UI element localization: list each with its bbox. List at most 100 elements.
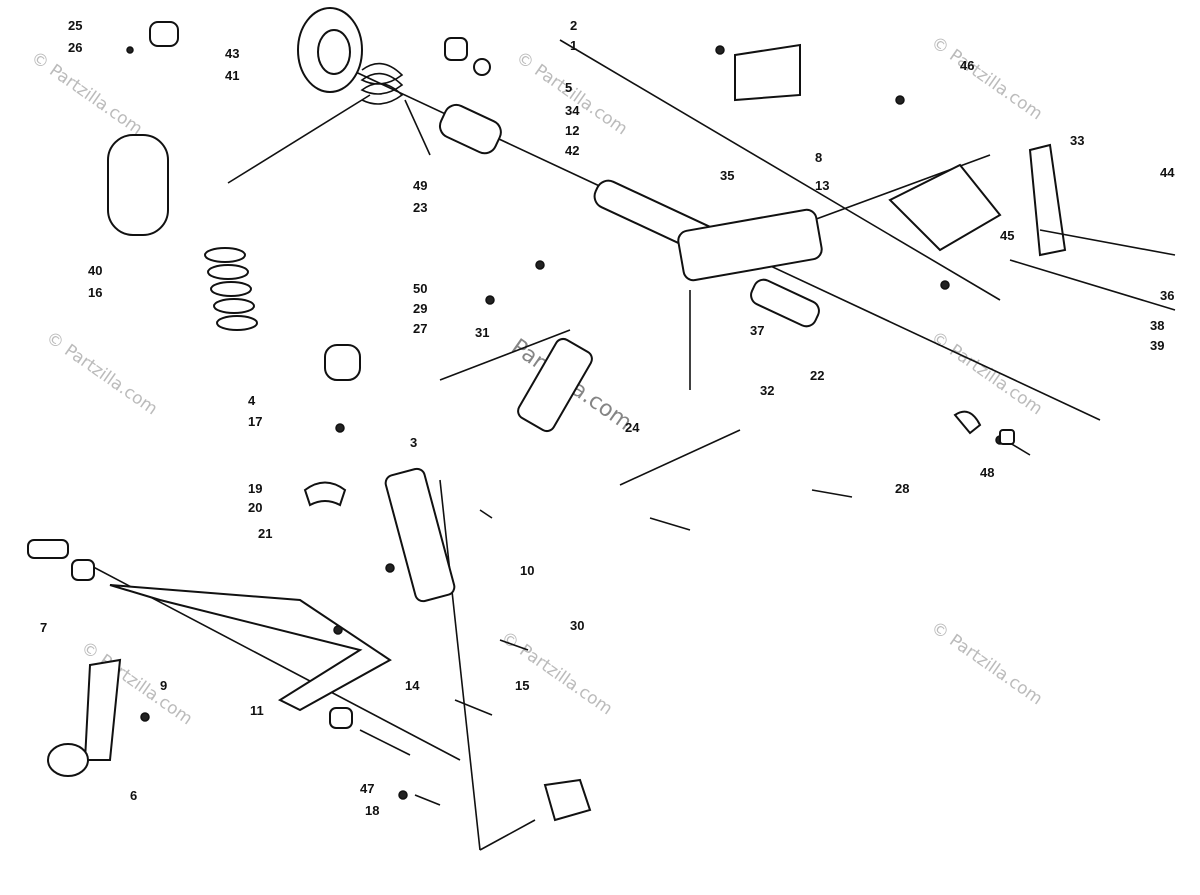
rear-axis-line xyxy=(559,39,1001,301)
callout-label: 32 xyxy=(760,383,774,398)
callout-label: 6 xyxy=(130,788,137,803)
callout-label: 22 xyxy=(810,368,824,383)
callout-label: 16 xyxy=(88,285,102,300)
nut xyxy=(715,45,725,55)
shock-boot xyxy=(107,134,169,236)
watermark-text: © Partzilla.com xyxy=(497,628,616,720)
callout-label: 30 xyxy=(570,618,584,633)
callout-label: 46 xyxy=(960,58,974,73)
shock-absorber-upper xyxy=(517,337,593,433)
long-bolt xyxy=(1039,229,1176,256)
callout-label: 33 xyxy=(1070,133,1084,148)
nut xyxy=(485,295,495,305)
callout-label: 13 xyxy=(815,178,829,193)
callout-label: 11 xyxy=(250,703,264,718)
spring-arm-2 xyxy=(404,99,431,156)
nut xyxy=(385,563,395,573)
lower-arm-frame xyxy=(109,584,392,712)
lower-pin xyxy=(359,729,411,756)
callout-label: 43 xyxy=(225,46,239,61)
callout-label: 5 xyxy=(565,80,572,95)
pointer-arrow-line-2 xyxy=(479,819,536,851)
plate-washer xyxy=(999,429,1015,445)
callout-label: 18 xyxy=(365,803,379,818)
bolt xyxy=(454,699,493,716)
rocker-arm xyxy=(83,658,122,761)
callout-label: 4 xyxy=(248,393,256,408)
tie-rod xyxy=(439,329,571,381)
bolt xyxy=(414,794,441,806)
callout-label: 26 xyxy=(68,40,82,55)
upper-bracket xyxy=(734,43,801,102)
mount-block xyxy=(543,778,592,822)
callout-label: 49 xyxy=(413,178,427,193)
callout-label: 37 xyxy=(750,323,764,338)
nut xyxy=(940,280,950,290)
callout-label: 34 xyxy=(565,103,580,118)
watermark-text: © Partzilla.com xyxy=(27,48,146,140)
sleeve-part xyxy=(438,103,502,155)
axle-bushing xyxy=(71,559,95,581)
callout-label: 36 xyxy=(1160,288,1174,303)
callout-label: 15 xyxy=(515,678,529,693)
callout-label: 9 xyxy=(160,678,167,693)
rocker-eye xyxy=(47,743,89,777)
axle-pin xyxy=(27,539,69,559)
coil-spring xyxy=(204,247,258,331)
shock-cup xyxy=(303,481,347,507)
spring-cup xyxy=(324,344,361,381)
callout-label: 1 xyxy=(570,38,577,53)
pointer-arrow-line xyxy=(439,479,481,851)
callout-label: 10 xyxy=(520,563,534,578)
callout-label: 21 xyxy=(258,526,272,541)
idler-wheel-hub xyxy=(317,29,351,75)
callout-label: 35 xyxy=(720,168,734,183)
rear-arm xyxy=(1028,143,1067,257)
callout-label: 42 xyxy=(565,143,579,158)
callout-label: 39 xyxy=(1150,338,1164,353)
shock-absorber-lower xyxy=(384,467,456,603)
nut xyxy=(140,712,150,722)
callout-label: 40 xyxy=(88,263,102,278)
callout-label: 8 xyxy=(815,150,822,165)
callout-label: 7 xyxy=(40,620,47,635)
nut xyxy=(335,423,345,433)
guide-plate xyxy=(953,410,982,435)
callout-label: 44 xyxy=(1160,165,1175,180)
callout-label: 41 xyxy=(225,68,239,83)
nut xyxy=(398,790,408,800)
parts-layer xyxy=(27,7,1176,822)
tie-rod-2 xyxy=(619,429,741,486)
shaft-sleeve xyxy=(750,278,820,328)
lower-bushing xyxy=(329,707,353,729)
bolt xyxy=(649,517,691,531)
callout-label: 29 xyxy=(413,301,427,316)
nut xyxy=(126,46,134,54)
bolt xyxy=(811,489,853,498)
callout-label: 23 xyxy=(413,200,427,215)
nut xyxy=(895,95,905,105)
torsion-spring xyxy=(360,62,404,105)
callout-label: 38 xyxy=(1150,318,1164,333)
callout-label: 27 xyxy=(413,321,427,336)
callout-label: 24 xyxy=(625,420,640,435)
watermark-text: © Partzilla.com xyxy=(927,618,1046,710)
spring-arm xyxy=(227,94,371,184)
callout-label: 17 xyxy=(248,414,262,429)
mount-plate xyxy=(888,163,1002,252)
bolt xyxy=(479,509,493,519)
callout-label: 3 xyxy=(410,435,417,450)
nut xyxy=(535,260,545,270)
callout-label: 19 xyxy=(248,481,262,496)
spacer-part xyxy=(149,21,179,47)
callout-label: 48 xyxy=(980,465,994,480)
callout-label: 2 xyxy=(570,18,577,33)
callout-label: 25 xyxy=(68,18,82,33)
callout-label: 20 xyxy=(248,500,262,515)
callout-label: 45 xyxy=(1000,228,1014,243)
callout-label: 12 xyxy=(565,123,579,138)
bolt xyxy=(499,639,529,651)
callout-label: 14 xyxy=(405,678,420,693)
